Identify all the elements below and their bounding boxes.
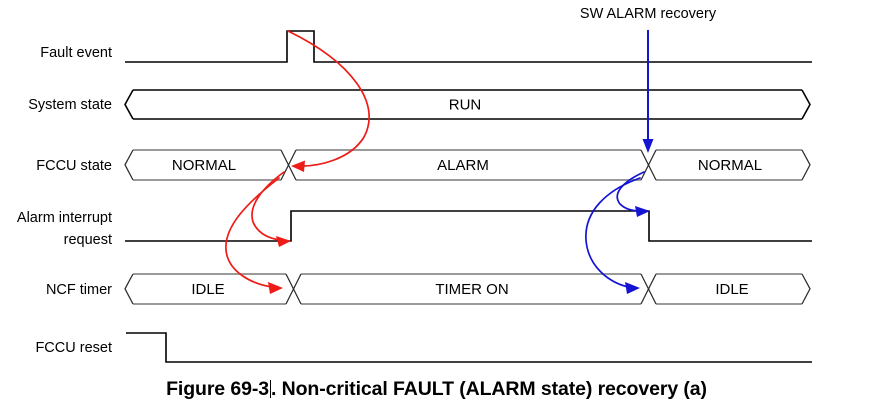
fccu-state-right-chevron (801, 149, 811, 181)
system-state-left-chevron (124, 89, 134, 120)
annotation-sw-alarm-recovery-label: SW ALARM recovery (580, 6, 717, 22)
arrow-recovery-to-ncf-timer-idle (585, 177, 641, 294)
arrow-fccu-alarm-to-interrupt-head (276, 236, 291, 247)
waveform-fccu-state: NORMAL ALARM NORMAL (124, 148, 811, 182)
ncf-timer-transition-1-b (285, 273, 302, 305)
fccu-state-cell-normal-2: NORMAL (698, 157, 762, 174)
arrow-fccu-alarm-to-interrupt (251, 171, 291, 247)
figure-caption-number: Figure 69-3 (166, 378, 269, 400)
system-state-right-chevron (801, 89, 811, 120)
ncf-timer-cell-timer-on: TIMER ON (435, 281, 508, 298)
row-label-alarm-interrupt-request-line1: Alarm interrupt (17, 210, 112, 226)
ncf-timer-cell-idle-2: IDLE (715, 281, 748, 298)
arrow-fault-to-fccu-alarm-path (287, 30, 370, 167)
arrow-sw-alarm-recovery-head (642, 139, 654, 153)
row-label-alarm-interrupt-request-line2: request (64, 232, 112, 248)
waveform-fault-event (125, 30, 812, 63)
row-label-fccu-reset: FCCU reset (35, 340, 112, 356)
row-label-fault-event: Fault event (40, 45, 112, 61)
system-state-cell-run: RUN (449, 96, 482, 113)
fault-event-trace (125, 30, 812, 63)
ncf-timer-right-chevron (801, 273, 811, 305)
waveform-system-state: RUN (124, 89, 811, 120)
text-cursor (269, 380, 271, 398)
waveform-fccu-reset (126, 332, 812, 363)
arrow-recovery-to-interrupt-clear-head (635, 206, 650, 217)
arrow-recovery-to-ncf-timer-idle-path (585, 177, 641, 288)
arrow-recovery-to-ncf-timer-idle-head (625, 282, 640, 294)
arrow-fccu-alarm-to-interrupt-path (251, 171, 285, 241)
ncf-timer-left-chevron (124, 273, 134, 305)
arrow-recovery-to-interrupt-clear (616, 171, 650, 217)
fccu-state-left-chevron (124, 149, 134, 181)
alarm-interrupt-request-trace (125, 210, 812, 242)
arrow-fccu-alarm-to-ncf-timer (225, 177, 283, 294)
fccu-state-transition-1-b (280, 149, 297, 181)
waveform-ncf-timer: IDLE TIMER ON IDLE (124, 272, 811, 306)
ncf-timer-transition-2-b (640, 273, 657, 305)
row-label-ncf-timer: NCF timer (46, 282, 112, 298)
ncf-timer-cell-idle-1: IDLE (191, 281, 224, 298)
arrow-fccu-alarm-to-ncf-timer-path (225, 177, 280, 288)
fccu-reset-trace (126, 332, 812, 363)
arrow-sw-alarm-recovery-pointer (642, 30, 654, 153)
arrow-fault-to-fccu-alarm (287, 30, 370, 172)
arrow-recovery-to-interrupt-clear-path (616, 171, 645, 212)
arrow-fccu-alarm-to-ncf-timer-head (268, 282, 283, 294)
figure-caption: Figure 69-3. Non-critical FAULT (ALARM s… (0, 378, 873, 401)
row-label-system-state: System state (28, 97, 112, 113)
fccu-state-transition-2-b (640, 149, 657, 181)
waveform-alarm-interrupt-request (125, 210, 812, 242)
figure-caption-title: . Non-critical FAULT (ALARM state) recov… (271, 378, 707, 400)
arrow-fault-to-fccu-alarm-head (291, 160, 305, 172)
fccu-state-cell-normal-1: NORMAL (172, 157, 236, 174)
fccu-state-cell-alarm: ALARM (437, 157, 489, 174)
row-label-fccu-state: FCCU state (36, 158, 112, 174)
